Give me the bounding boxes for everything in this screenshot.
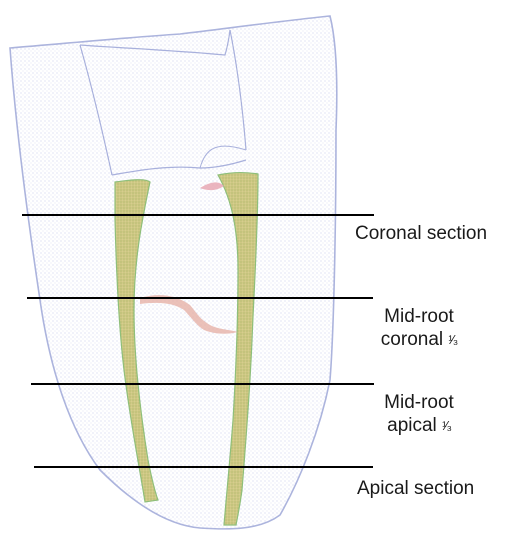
mid-root-apical-line2: apical ¹⁄₃ [368, 414, 470, 437]
mid-root-apical-line1: Mid-root [368, 391, 470, 414]
mid-root-coronal-label: Mid-root coronal ¹⁄₃ [368, 305, 470, 351]
mid-root-coronal-line1: Mid-root [368, 305, 470, 328]
mid-root-coronal-line2: coronal ¹⁄₃ [368, 328, 470, 351]
coronal-section-text: Coronal section [355, 223, 487, 244]
mid-root-coronal-fraction: ¹⁄₃ [448, 332, 457, 347]
apical-section-label: Apical section [357, 477, 474, 500]
mid-root-apical-word: apical [387, 415, 437, 436]
coronal-section-label: Coronal section [355, 222, 487, 245]
mid-root-apical-fraction: ¹⁄₃ [442, 418, 451, 433]
mid-root-apical-label: Mid-root apical ¹⁄₃ [368, 391, 470, 437]
root-outline [10, 16, 337, 529]
mid-root-coronal-word: coronal [381, 329, 443, 350]
apical-section-text: Apical section [357, 478, 474, 499]
